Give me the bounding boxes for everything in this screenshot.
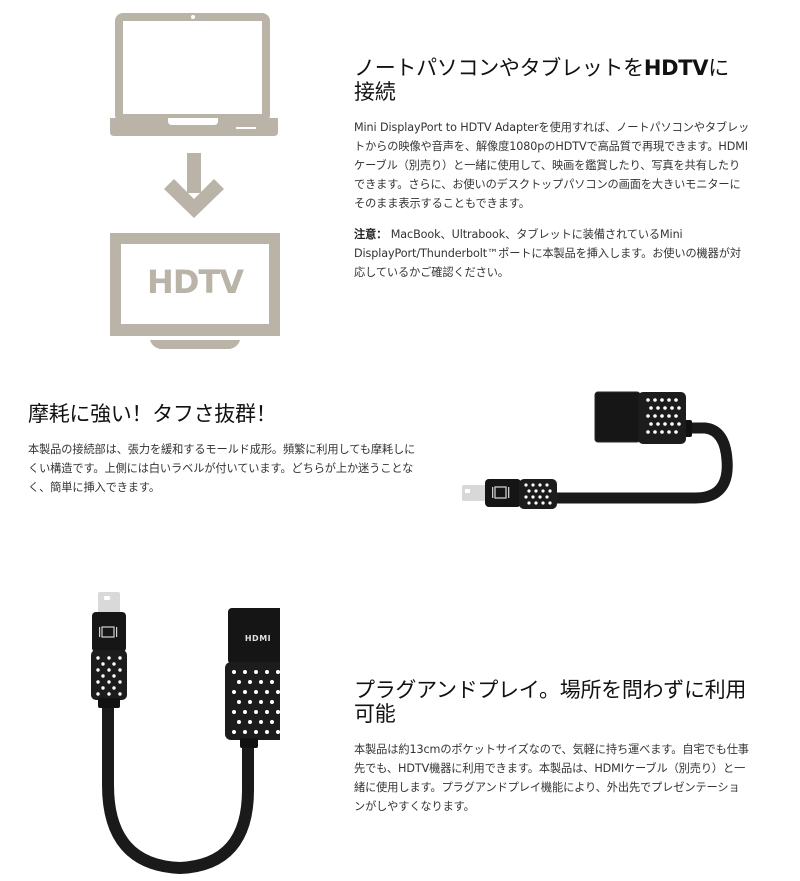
section-connect-hdtv: HDTV ノートパソコンやタブレットをHDTVに接続 Mini DisplayP… <box>0 0 800 360</box>
hdmi-logo: HDMI <box>244 634 272 643</box>
section2-text: 摩耗に強い！タフさ抜群！ 本製品の接続部は、張力を緩和するモールド成形。頻繁に利… <box>28 402 428 497</box>
section1-title: ノートパソコンやタブレットをHDTVに接続 <box>354 56 744 104</box>
section2-title: 摩耗に強い！タフさ抜群！ <box>28 402 277 426</box>
arrow-down-icon <box>164 153 224 218</box>
note-label: 注意： <box>354 228 388 241</box>
section3-text: プラグアンドプレイ。場所を問わずに利用可能 本製品は約13cmのポケットサイズな… <box>354 678 754 816</box>
note-body: MacBook、Ultrabook、タブレットに装備されているMini Disp… <box>354 228 741 279</box>
title-text: ノートパソコンやタブレットを <box>354 56 644 80</box>
connection-illustration: HDTV <box>108 8 280 350</box>
title-text-end: に接続 <box>354 56 729 104</box>
section2-body: 本製品の接続部は、張力を緩和するモールド成形。頻繁に利用しても摩耗しにくい構造で… <box>28 443 416 494</box>
section-plug-and-play: HDMI プラグアンドプレイ。場所を問わずに利用可能 本製品は約13cmのポケッ… <box>0 580 800 881</box>
section1-note: 注意： MacBook、Ultrabook、タブレットに装備されているMini … <box>354 225 750 282</box>
section1-text: ノートパソコンやタブレットをHDTVに接続 Mini DisplayPort t… <box>354 56 754 282</box>
section1-body: Mini DisplayPort to HDTV Adapterを使用すれば、ノ… <box>354 121 750 210</box>
hdtv-label: HDTV <box>147 263 244 301</box>
section-durable: 摩耗に強い！タフさ抜群！ 本製品の接続部は、張力を緩和するモールド成形。頻繁に利… <box>0 370 800 570</box>
title-bold-text: HDTV <box>643 56 709 80</box>
adapter-front-image <box>91 592 280 875</box>
section3-title: プラグアンドプレイ。場所を問わずに利用可能 <box>354 678 747 726</box>
adapter-side-image <box>462 391 733 509</box>
section3-body: 本製品は約13cmのポケットサイズなので、気軽に持ち運べます。自宅でも仕事先でも… <box>354 743 749 813</box>
hdtv-icon <box>110 233 280 349</box>
dot-pattern <box>646 398 681 434</box>
laptop-icon <box>110 13 278 136</box>
